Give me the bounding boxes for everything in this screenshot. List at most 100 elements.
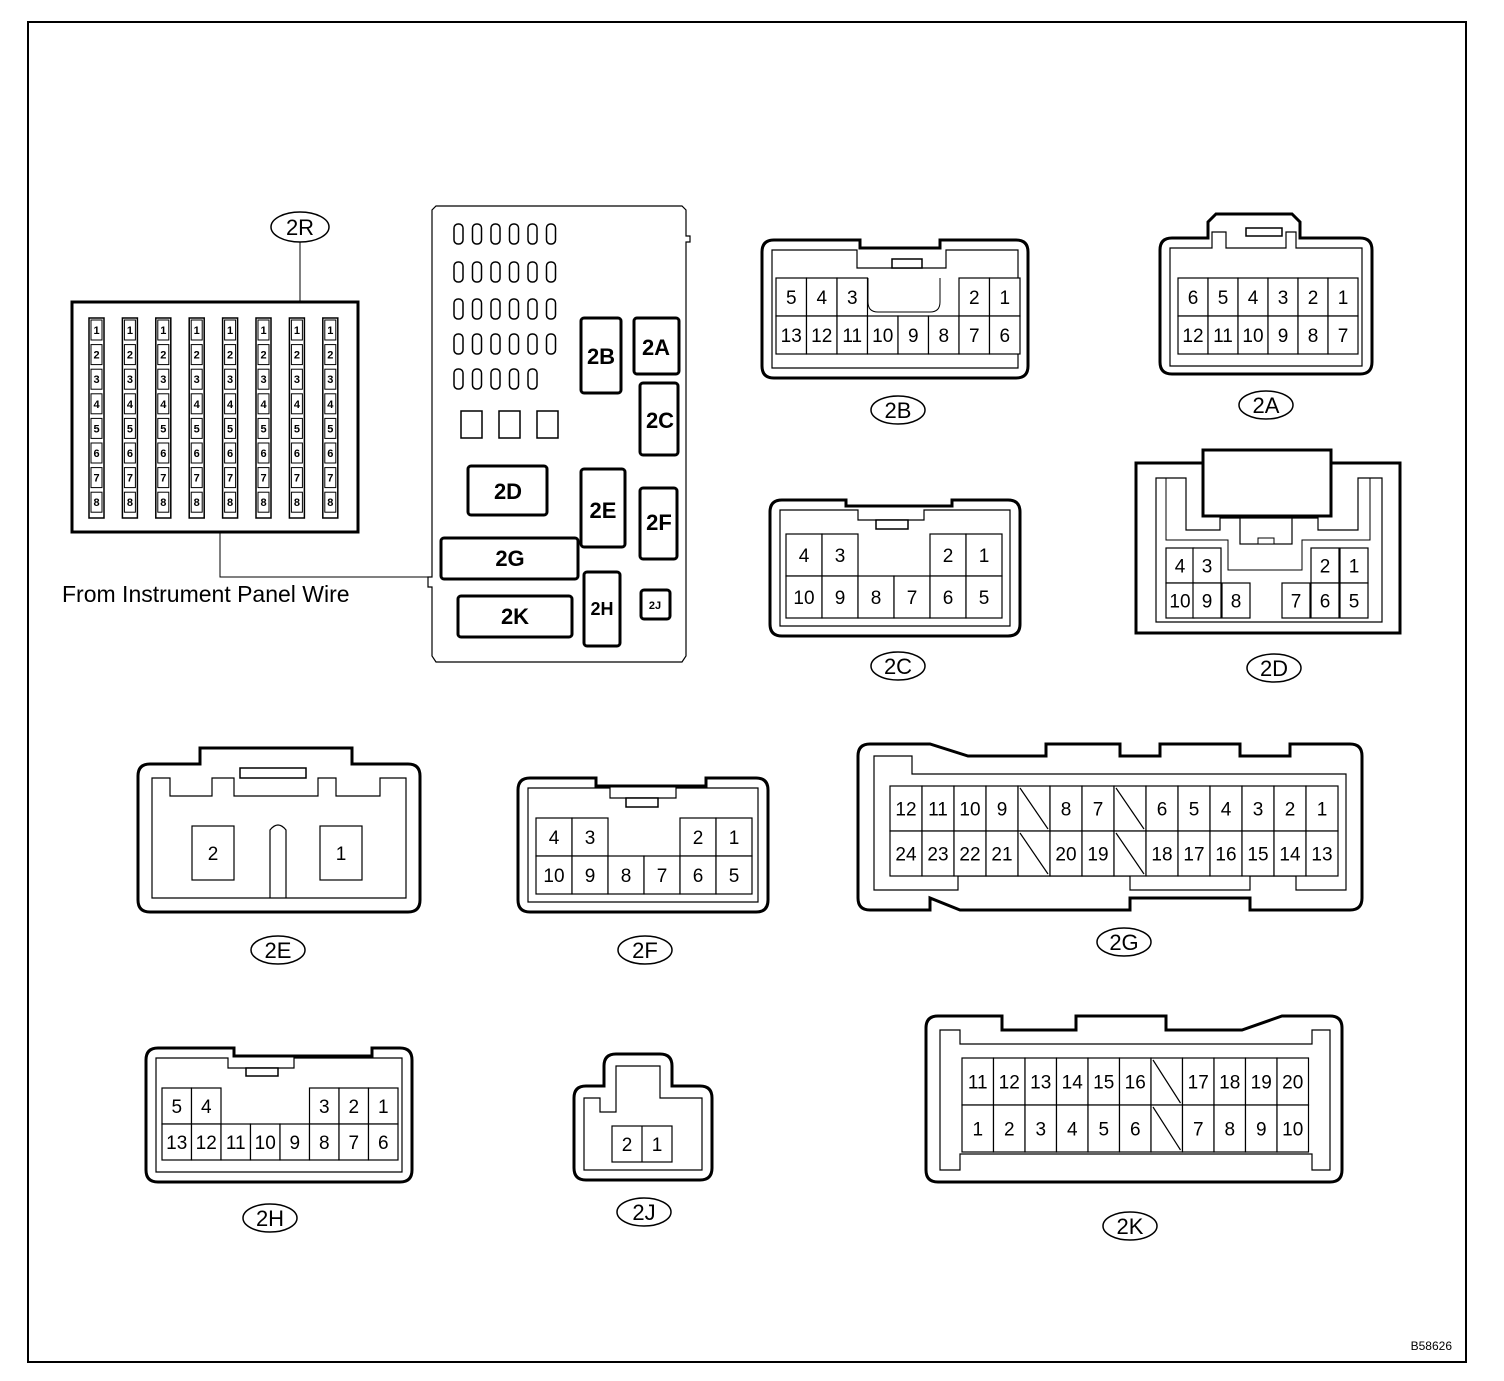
ribbon-pin: [290, 442, 303, 464]
connector-2b-inner: [771, 249, 1019, 369]
ribbon-pin: [257, 344, 270, 366]
pin-number: 4: [549, 828, 560, 849]
label-2r: 2R: [286, 215, 314, 240]
pin-cell: [958, 277, 991, 317]
relay-2: [498, 410, 521, 439]
pin-cell: [1339, 582, 1369, 619]
pin-number: 9: [835, 588, 846, 609]
pin-cell: [985, 830, 1019, 877]
label-ellipse-2e: [250, 935, 306, 965]
label-ellipse-2g: [1096, 927, 1152, 957]
block-socket-2j: [639, 588, 672, 621]
pin-number: 8: [1308, 326, 1319, 347]
pin-number: 19: [1087, 845, 1108, 866]
ribbon-pin: [224, 393, 237, 415]
label-2c: 2C: [884, 654, 912, 679]
ribbon-pin: [190, 319, 203, 341]
fuse: [527, 298, 538, 320]
block-label-2b: 2B: [587, 344, 615, 369]
ribbon-pin: [123, 393, 136, 415]
ribbon-pin-number: 1: [93, 325, 99, 337]
ribbon-pin-number: 4: [93, 399, 100, 411]
pin-number: 10: [1169, 592, 1190, 613]
fuse: [471, 368, 483, 390]
pin-number: 17: [1188, 1073, 1209, 1094]
ribbon-pin: [224, 344, 237, 366]
pin-number: 3: [847, 288, 858, 309]
pin-number: 11: [928, 800, 948, 821]
ribbon-pin: [290, 368, 303, 390]
pin-number: 5: [979, 588, 990, 609]
ribbon-pin: [224, 491, 237, 513]
fuse: [490, 298, 501, 320]
fuse: [527, 261, 538, 283]
pin-cell: [775, 315, 808, 355]
pin-cell: [985, 785, 1019, 832]
block-label-2a: 2A: [642, 335, 670, 360]
ribbon-pin: [157, 393, 170, 415]
pin-cell: [1049, 785, 1083, 832]
ribbon-pin: [90, 467, 103, 489]
pin-cell: [338, 1087, 370, 1125]
pin-cell: [965, 533, 1003, 577]
pin-number: 22: [959, 845, 980, 866]
ribbon-pin: [123, 417, 136, 439]
label-2j: 2J: [632, 1200, 655, 1225]
pin-number: 11: [842, 326, 862, 347]
ribbon-pin: [257, 491, 270, 513]
pin-cell: [988, 315, 1021, 355]
ribbon-pin: [157, 442, 170, 464]
blocked-pin-slash: [1115, 832, 1145, 875]
pin-number: 7: [657, 866, 668, 887]
ribbon-pin-number: 4: [227, 399, 234, 411]
pin-cell: [571, 817, 609, 857]
connector-2j-pin-2: 2: [622, 1135, 633, 1156]
ribbon-pin: [190, 417, 203, 439]
pin-cell: [821, 575, 859, 619]
pin-cell: [535, 855, 573, 895]
connector-2f-inner: [527, 787, 759, 903]
pin-number: 9: [997, 800, 1008, 821]
pin-number: 3: [1202, 557, 1213, 578]
pin-cell: [1237, 277, 1269, 317]
fuse: [471, 223, 483, 245]
ribbon-pin: [257, 442, 270, 464]
pin-cell: [1145, 785, 1179, 832]
pin-cell: [1118, 1104, 1152, 1153]
label-2f: 2F: [632, 938, 658, 963]
pin-number: 4: [1175, 557, 1186, 578]
ribbon-pin: [224, 319, 237, 341]
ribbon-pin-number: 4: [327, 399, 334, 411]
pin-cell: [953, 830, 987, 877]
ribbon-pin-number: 4: [260, 399, 267, 411]
ribbon-pin: [123, 442, 136, 464]
fuse: [471, 333, 483, 355]
connector-2e-pin-1: [319, 825, 363, 881]
label-ellipse-2a: [1238, 390, 1294, 420]
ribbon-pin: [324, 344, 337, 366]
pin-number: 7: [348, 1133, 359, 1154]
pin-number: 4: [1221, 800, 1232, 821]
label-2a: 2A: [1253, 393, 1280, 418]
block-label-2g: 2G: [495, 546, 524, 571]
ribbon-pin-number: 5: [294, 423, 300, 435]
pin-cell: [1192, 547, 1222, 584]
block-socket-2f: [638, 486, 679, 561]
pin-number: 9: [908, 326, 919, 347]
pin-cell: [1267, 315, 1299, 355]
pin-cell: [929, 575, 967, 619]
pin-number: 9: [1256, 1120, 1267, 1141]
pin-number: 8: [871, 588, 882, 609]
pin-number: 15: [1247, 845, 1268, 866]
ribbon-pin: [123, 344, 136, 366]
label-2k: 2K: [1117, 1214, 1144, 1239]
ribbon-pin-number: 3: [327, 374, 333, 386]
pin-cell: [836, 277, 869, 317]
ribbon-pin: [90, 417, 103, 439]
